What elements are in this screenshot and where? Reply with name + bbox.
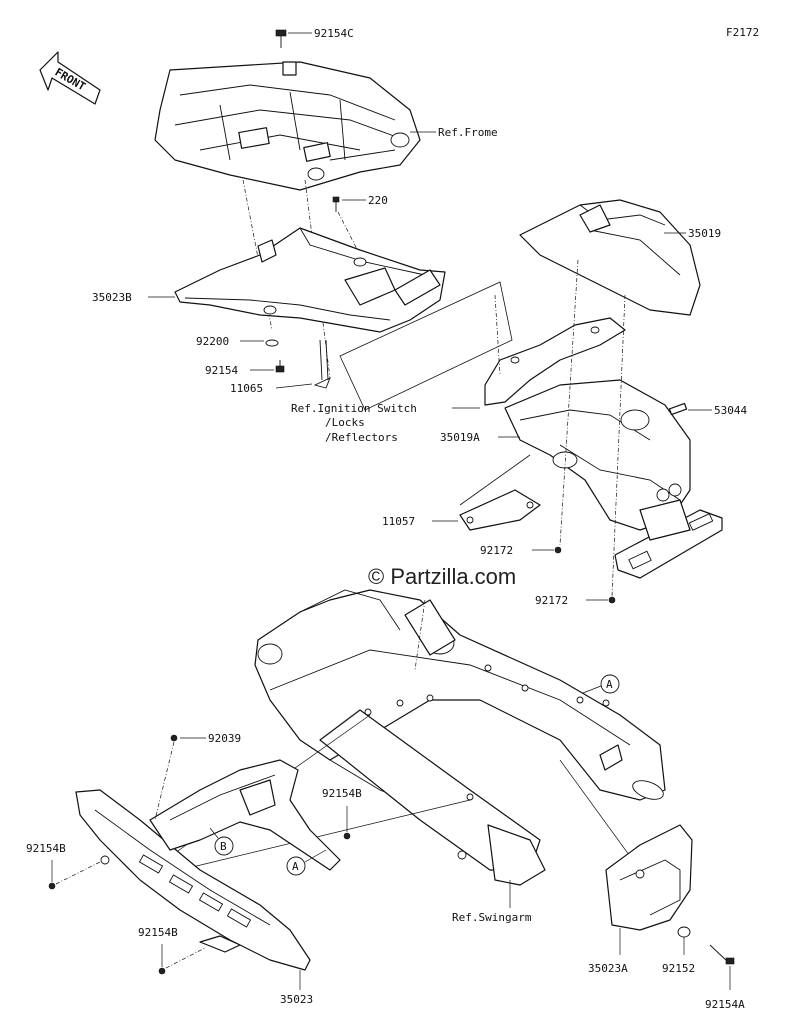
label-92172-a: 92172 bbox=[480, 544, 513, 557]
plate-11057 bbox=[459, 489, 541, 531]
label-92154b-c: 92154B bbox=[138, 926, 178, 939]
chain-cover-35023 bbox=[75, 789, 311, 971]
label-35019a: 35019A bbox=[440, 431, 480, 444]
bolt-92172-lower bbox=[608, 596, 616, 604]
figure-code: F2172 bbox=[726, 26, 759, 39]
callout-b: B bbox=[214, 836, 234, 856]
watermark: © Partzilla.com bbox=[368, 564, 516, 589]
label-35019: 35019 bbox=[688, 227, 721, 240]
label-35023b: 35023B bbox=[92, 291, 132, 304]
license-light-bracket bbox=[614, 499, 723, 579]
label-92200: 92200 bbox=[196, 335, 229, 348]
label-ref-ignition-3: /Reflectors bbox=[325, 431, 398, 444]
label-92039: 92039 bbox=[208, 732, 241, 745]
rear-frame-part bbox=[154, 61, 421, 191]
cable-11065 bbox=[313, 339, 331, 389]
label-ref-ignition-1: Ref.Ignition Switch bbox=[291, 402, 417, 415]
label-35023a: 35023A bbox=[588, 962, 628, 975]
callout-a-upper: A bbox=[600, 674, 620, 694]
swingarm-part bbox=[254, 589, 666, 886]
bolt-92154b-bottom bbox=[158, 967, 166, 975]
washer-92152 bbox=[677, 926, 691, 938]
label-35023: 35023 bbox=[280, 993, 313, 1006]
rear-fender-35019a bbox=[504, 379, 691, 531]
bolt-92154b-middle bbox=[343, 832, 351, 840]
label-92154c: 92154C bbox=[314, 27, 354, 40]
label-92172-b: 92172 bbox=[535, 594, 568, 607]
callout-a-lower: A bbox=[286, 856, 306, 876]
rear-cover-35019 bbox=[519, 199, 701, 316]
chain-guard-35023a bbox=[605, 824, 693, 931]
under-tray-35023b bbox=[174, 227, 446, 333]
label-92152: 92152 bbox=[662, 962, 695, 975]
label-92154: 92154 bbox=[205, 364, 238, 377]
label-ref-frame: Ref.Frome bbox=[438, 126, 498, 139]
label-53044: 53044 bbox=[714, 404, 747, 417]
svg-text:A: A bbox=[292, 860, 299, 873]
svg-text:A: A bbox=[606, 678, 613, 691]
bolt-92172-upper bbox=[554, 546, 562, 554]
label-220: 220 bbox=[368, 194, 388, 207]
label-11065: 11065 bbox=[230, 382, 263, 395]
bolt-92154a bbox=[709, 944, 735, 965]
bolt-92154 bbox=[275, 360, 285, 373]
bolt-220 bbox=[332, 196, 340, 212]
label-92154a: 92154A bbox=[705, 998, 745, 1011]
label-92154b-a: 92154B bbox=[322, 787, 362, 800]
fender-bracket bbox=[484, 317, 626, 406]
upper-chain-guard bbox=[149, 759, 341, 871]
label-ref-ignition-2: /Locks bbox=[325, 416, 365, 429]
washer-92200 bbox=[265, 339, 279, 347]
pin-53044 bbox=[668, 402, 688, 416]
svg-text:B: B bbox=[220, 840, 227, 853]
bolt-92154c bbox=[275, 29, 287, 48]
front-arrow-icon: FRONT bbox=[39, 51, 101, 105]
label-ref-swingarm: Ref.Swingarm bbox=[452, 911, 532, 924]
bolt-92154b-left bbox=[48, 882, 56, 890]
bolt-92039 bbox=[170, 734, 178, 742]
label-92154b-b: 92154B bbox=[26, 842, 66, 855]
label-11057: 11057 bbox=[382, 515, 415, 528]
